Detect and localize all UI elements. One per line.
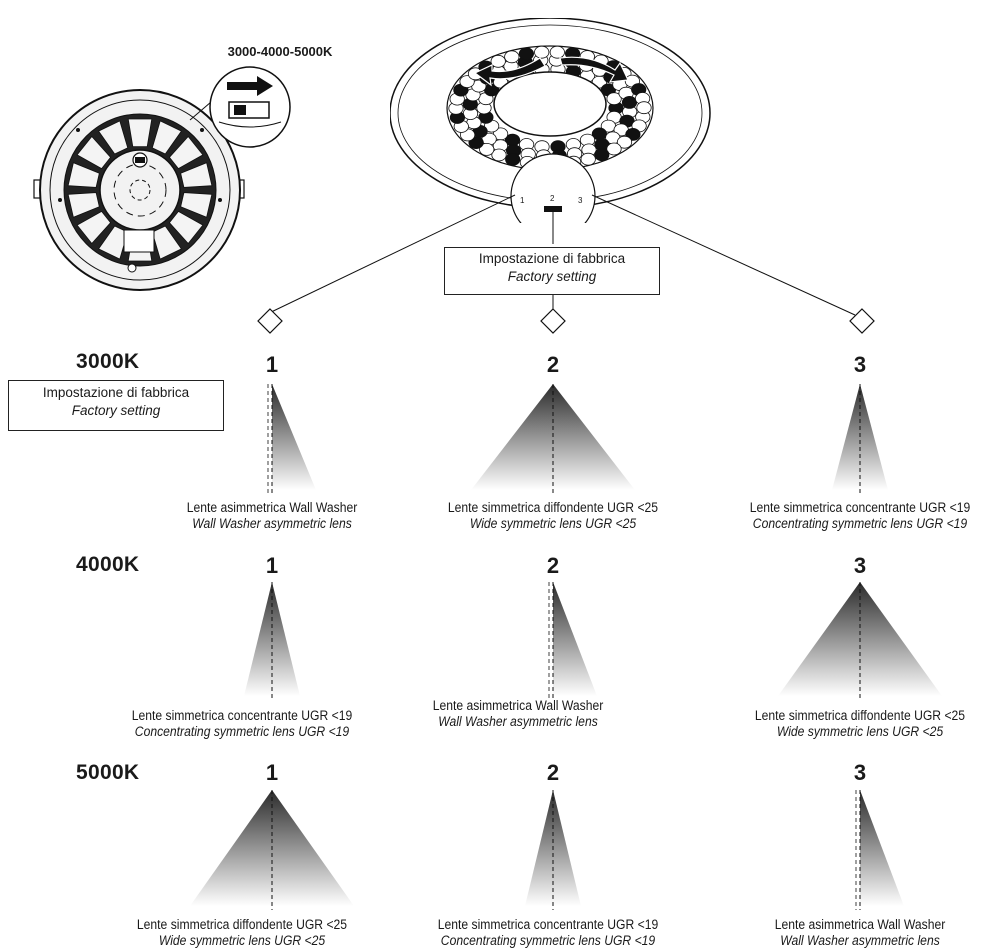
rotate-right-arrow-icon <box>559 56 629 83</box>
lens-ring-front-view <box>390 18 711 223</box>
lens-caption-it: Lente simmetrica diffondente UGR <25 <box>447 500 659 515</box>
lens-position-number: 3 <box>853 760 867 785</box>
wide-beam-1-2 <box>778 582 942 700</box>
fixture-back-view <box>33 89 245 291</box>
beam-shape <box>553 582 597 696</box>
narrow-beam-0-2 <box>832 384 888 494</box>
factory-setting-it: Impostazione di fabbrica <box>478 251 626 266</box>
lens-caption-en: Wide symmetric lens UGR <25 <box>158 933 326 948</box>
asymmetric-beam-2-2 <box>855 790 904 910</box>
lens-caption-it: Lente asimmetrica Wall Washer <box>186 500 358 515</box>
color-temperature-label: 5000K <box>76 761 140 784</box>
color-temperature-label: 4000K <box>76 553 140 576</box>
rotate-left-arrow-icon <box>473 57 546 87</box>
asymmetric-beam-0-0 <box>267 384 316 494</box>
factory-setting-box-3000k: Impostazione di fabbrica Factory setting <box>8 380 224 431</box>
factory-setting-it: Impostazione di fabbrica <box>42 385 190 400</box>
lens-caption-en: Wall Washer asymmetric lens <box>780 933 940 948</box>
lens-caption-en: Concentrating symmetric lens UGR <19 <box>134 724 350 739</box>
beam-shape <box>471 384 635 490</box>
selector-digit-3: 3 <box>578 196 583 205</box>
color-temperature-label: 3000K <box>76 350 140 373</box>
narrow-beam-1-0 <box>244 582 300 700</box>
selector-leader-lines <box>257 194 875 334</box>
beam-shape <box>860 790 904 906</box>
beam-shape <box>832 384 888 490</box>
wide-beam-0-1 <box>471 384 635 494</box>
lens-caption-en: Wall Washer asymmetric lens <box>192 516 352 531</box>
lens-position-number: 2 <box>546 760 560 785</box>
lens-position-number: 1 <box>265 553 279 578</box>
lens-position-number: 3 <box>853 352 867 377</box>
beam-shape <box>272 384 316 490</box>
lens-position-number: 1 <box>265 760 279 785</box>
selector-digit-1: 1 <box>520 196 525 205</box>
position-3-marker <box>849 308 875 334</box>
asymmetric-beam-1-1 <box>548 582 597 700</box>
arrow-right-icon <box>227 76 273 96</box>
selector-digit-2: 2 <box>550 194 555 203</box>
position-1-marker <box>257 308 283 334</box>
lens-caption-en: Wide symmetric lens UGR <25 <box>469 516 637 531</box>
narrow-beam-2-1 <box>525 790 581 910</box>
lens-position-number: 3 <box>853 553 867 578</box>
lens-caption-en: Concentrating symmetric lens UGR <19 <box>752 516 968 531</box>
lens-caption-it: Lente simmetrica diffondente UGR <25 <box>754 708 966 723</box>
lens-caption-it: Lente simmetrica concentrante UGR <19 <box>749 500 971 515</box>
factory-setting-en: Factory setting <box>71 403 161 418</box>
lens-position-number: 1 <box>265 352 279 377</box>
cct-switch-label: 3000-4000-5000K <box>227 44 333 59</box>
lens-caption-it: Lente simmetrica concentrante UGR <19 <box>131 708 353 723</box>
factory-setting-en: Factory setting <box>507 269 597 284</box>
lens-caption-it: Lente simmetrica concentrante UGR <19 <box>437 917 659 932</box>
lens-caption-en: Wall Washer asymmetric lens <box>438 714 598 729</box>
factory-setting-box: Impostazione di fabbrica Factory setting <box>444 247 660 295</box>
wide-beam-2-0 <box>190 790 354 910</box>
position-2-marker <box>540 308 566 334</box>
lens-caption-it: Lente asimmetrica Wall Washer <box>774 917 946 932</box>
lens-caption-en: Wide symmetric lens UGR <25 <box>776 724 944 739</box>
lens-position-number: 2 <box>546 553 560 578</box>
lens-position-number: 2 <box>546 352 560 377</box>
lens-caption-it: Lente simmetrica diffondente UGR <25 <box>136 917 348 932</box>
switch-magnifier <box>209 66 291 148</box>
lens-caption-it: Lente asimmetrica Wall Washer <box>432 698 604 713</box>
lens-caption-en: Concentrating symmetric lens UGR <19 <box>440 933 656 948</box>
